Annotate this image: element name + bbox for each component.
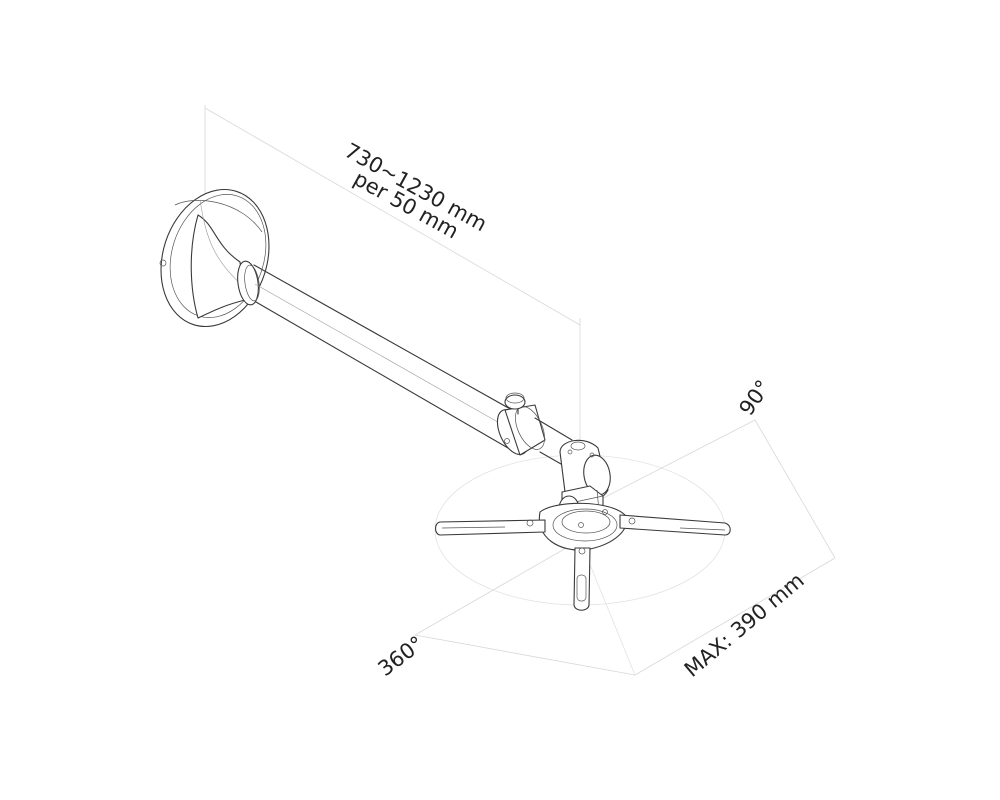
tilt-angle-label: 90° [734, 376, 775, 420]
projector-spider-bracket [434, 502, 731, 611]
max-size-label: MAX: 390 mm [680, 568, 809, 682]
rotation-angle-label: 360° [374, 631, 429, 681]
extension-pole [253, 264, 513, 449]
ceiling-plate [159, 188, 270, 328]
rotation-guides [414, 419, 836, 676]
height-lock-knob [504, 392, 526, 415]
pole-clamp [496, 404, 546, 456]
